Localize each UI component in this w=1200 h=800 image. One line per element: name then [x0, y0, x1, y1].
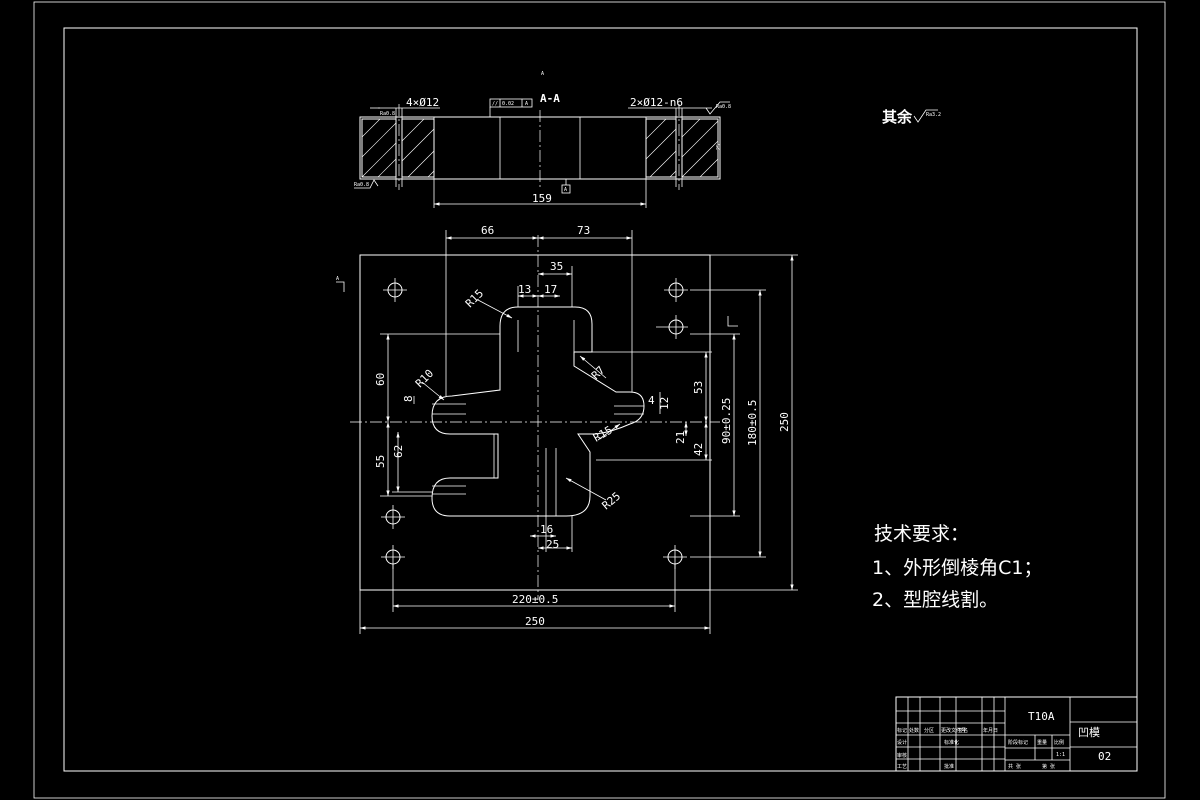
dim-25: 25 — [546, 538, 559, 551]
tb-ratio: 比例 — [1054, 739, 1064, 746]
roughness-top-right: Ra0.8 — [716, 104, 731, 110]
dim-62: 62 — [392, 445, 405, 458]
technical-requirements: 技术要求： 1、外形倒棱角C1； 2、型腔线割。 — [872, 523, 1042, 611]
dim-73: 73 — [577, 224, 590, 237]
tb-review: 审核 — [897, 752, 907, 759]
tb-count: 处数 — [909, 727, 919, 734]
view-marker-left: A — [336, 276, 339, 282]
tb-mark: 标记 — [897, 727, 907, 734]
dim-4: 4 — [648, 394, 655, 407]
plan-view: A 66 73 35 13 17 R15 R7 R10 R15 R25 60 — [336, 224, 798, 634]
section-title: A-A — [540, 92, 560, 105]
dim-16: 16 — [540, 523, 553, 536]
dim-35: 35 — [550, 260, 563, 273]
section-hatch — [361, 118, 719, 178]
radius-r15-right: R15 — [591, 423, 615, 444]
tb-sign: 签名 — [958, 727, 968, 734]
tech-req-line-2: 2、型腔线割。 — [872, 589, 998, 611]
tb-change: 更改文件号 — [941, 727, 966, 734]
inner-frame — [63, 27, 1138, 772]
radius-r15-top: R15 — [463, 287, 486, 310]
other-finish-label: 其余 — [882, 108, 913, 126]
dim-55: 55 — [374, 455, 387, 468]
tb-sheet: 第 张 — [1042, 763, 1055, 770]
tol-frame-value: 0.02 — [502, 101, 514, 107]
dim-90: 90±0.25 — [720, 398, 733, 444]
tb-date: 年月日 — [983, 727, 998, 734]
cavity-outline — [431, 306, 645, 517]
tb-part-name: 凹模 — [1078, 726, 1100, 739]
bolt-holes — [381, 278, 688, 569]
roughness-top-left: Ra0.8 — [380, 111, 395, 117]
tol-frame-ref: A — [525, 101, 528, 107]
radius-r10: R10 — [413, 367, 436, 390]
thickness-dim: 25 — [716, 144, 722, 150]
title-block: 标记 处数 分区 更改文件号 签名 年月日 设计 标准化 审核 工艺 批准 T1… — [895, 696, 1138, 772]
dim-250-vertical: 250 — [778, 412, 791, 432]
section-view: A A-A — [354, 71, 731, 208]
tol-frame-symbol: // — [492, 101, 498, 107]
dim-250-horizontal: 250 — [525, 615, 545, 628]
dim-60: 60 — [374, 373, 387, 386]
dim-17: 17 — [544, 283, 557, 296]
section-width-dim: 159 — [532, 192, 552, 205]
tb-scale: 1:1 — [1056, 752, 1065, 758]
tb-zone: 分区 — [924, 727, 934, 734]
tb-design: 设计 — [897, 739, 907, 746]
tb-material: T10A — [1028, 710, 1055, 723]
dim-8: 8 — [402, 395, 415, 402]
tb-approve: 批准 — [944, 763, 954, 770]
tb-drawing-no: 02 — [1098, 750, 1111, 763]
dim-13: 13 — [518, 283, 531, 296]
tb-stage: 阶段标记 — [1008, 739, 1028, 746]
dim-53: 53 — [692, 381, 705, 394]
holes-left-label: 4×Ø12 — [406, 96, 439, 109]
datum-label: A — [564, 187, 567, 193]
tb-std: 标准化 — [944, 739, 959, 746]
dim-12: 12 — [658, 397, 671, 410]
outer-frame — [33, 1, 1166, 799]
dim-180: 180±0.5 — [746, 400, 759, 446]
tech-req-title: 技术要求： — [874, 523, 969, 545]
other-finish: 其余 Ra3.2 — [882, 108, 941, 126]
roughness-bottom-left: Ra0.8 — [354, 182, 369, 188]
plate-outline — [359, 254, 711, 591]
tb-weight: 重量 — [1037, 739, 1047, 746]
tb-process: 工艺 — [897, 764, 907, 770]
radius-r25: R25 — [600, 490, 624, 513]
dim-42: 42 — [692, 443, 705, 456]
other-finish-value: Ra3.2 — [926, 112, 941, 118]
tb-sheets: 共 张 — [1008, 763, 1021, 770]
tech-req-line-1: 1、外形倒棱角C1； — [872, 557, 1042, 579]
section-marker: A — [541, 71, 544, 77]
dim-21: 21 — [674, 431, 687, 444]
dim-66: 66 — [481, 224, 494, 237]
holes-right-label: 2×Ø12-n6 — [630, 96, 683, 109]
dim-220: 220±0.5 — [512, 593, 558, 606]
